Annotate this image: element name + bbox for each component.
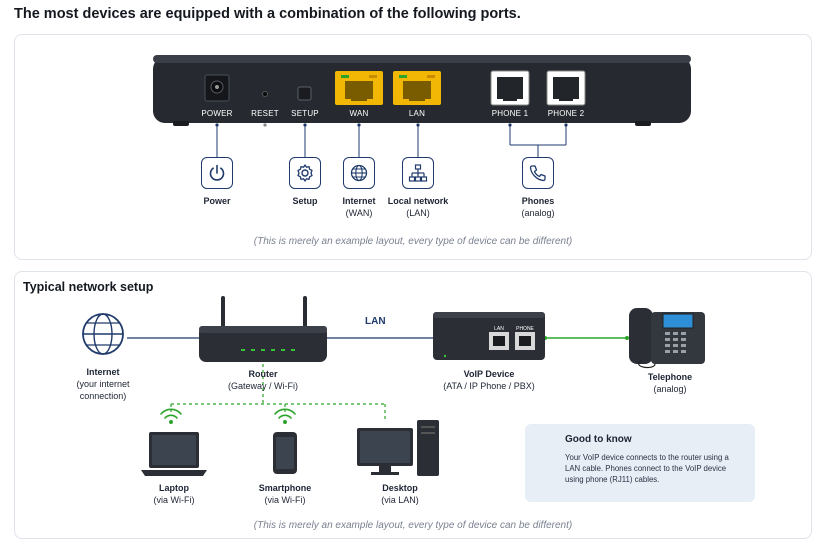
laptop-device	[141, 432, 207, 476]
good-to-know-box: Good to know Your VoIP device connects t…	[525, 424, 755, 502]
wifi-icon-smartphone	[274, 408, 296, 425]
reset-hole	[262, 91, 268, 97]
port-label-power: POWER	[201, 109, 233, 118]
phone-icon	[522, 157, 554, 189]
setup-port	[297, 86, 312, 101]
router-device	[199, 296, 327, 362]
network-section-title: Typical network setup	[23, 280, 154, 294]
wifi-icon-laptop	[160, 408, 182, 425]
ports-caption: (This is merely an example layout, every…	[253, 236, 573, 247]
telephone-device	[629, 308, 705, 369]
desktop-device	[357, 420, 439, 476]
port-label-lan: LAN	[408, 109, 426, 118]
port-label-phone2: PHONE 2	[547, 109, 585, 118]
smartphone-device	[273, 432, 297, 474]
function-label-local-network: Local network(LAN)	[387, 196, 449, 218]
internet-label: Internet (your internet connection)	[76, 367, 130, 401]
good-to-know-title: Good to know	[565, 434, 632, 445]
desktop-label: Desktop (via LAN)	[381, 483, 419, 505]
voip-device	[433, 312, 545, 360]
lan-link-label: LAN	[365, 316, 386, 327]
internet-globe-icon	[82, 313, 124, 355]
function-label-setup: Setup	[292, 196, 318, 206]
telephone-label: Telephone (analog)	[647, 372, 693, 394]
good-to-know-text: Your VoIP device connects to the router …	[565, 453, 729, 484]
wifi-links	[170, 364, 386, 420]
ports-card: POWER RESET SETUP WAN LAN PHONE 1 PHONE …	[14, 34, 812, 260]
network-icon	[402, 157, 434, 189]
globe-icon	[343, 157, 375, 189]
port-label-phone1: PHONE 1	[491, 109, 529, 118]
voip-port-label-phone: PHONE	[516, 326, 534, 332]
port-label-wan: WAN	[349, 109, 369, 118]
gear-icon	[289, 157, 321, 189]
page-title: The most devices are equipped with a com…	[14, 6, 521, 22]
voip-port-label-lan: LAN	[494, 326, 504, 332]
port-label-setup: SETUP	[291, 109, 319, 118]
network-caption: (This is merely an example layout, every…	[253, 520, 573, 531]
function-label-internet: Internet(WAN)	[342, 196, 376, 218]
power-icon	[201, 157, 233, 189]
router-label: Router (Gateway / Wi-Fi)	[227, 369, 298, 391]
laptop-label: Laptop (via Wi-Fi)	[153, 483, 195, 505]
function-label-power: Power	[203, 196, 231, 206]
port-label-reset: RESET	[251, 109, 279, 118]
smartphone-label: Smartphone (via Wi-Fi)	[258, 483, 312, 505]
function-label-phones: Phones(analog)	[521, 196, 555, 218]
network-card: Typical network setup	[14, 271, 812, 539]
voip-label: VoIP Device (ATA / IP Phone / PBX)	[443, 369, 535, 391]
ports-diagram	[153, 55, 691, 157]
